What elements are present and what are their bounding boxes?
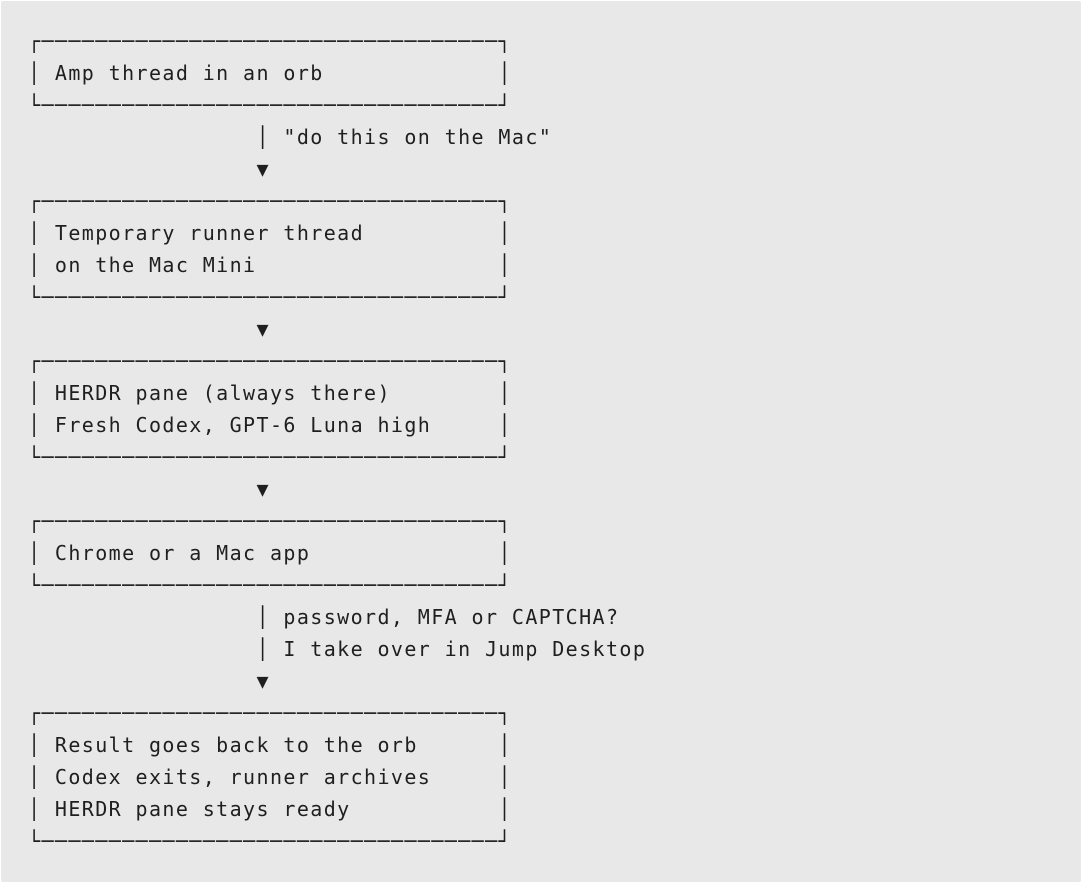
arrow-down-icon: ▼ [28,669,270,693]
step-runner-thread: │ Temporary runner thread │ [28,221,512,245]
box-top-border: ┌──────────────────────────────────┐ [28,509,512,533]
step-chrome-or-app: │ Chrome or a Mac app │ [28,541,512,565]
step-result-codex-exits: │ Codex exits, runner archives │ [28,765,512,789]
step-result: │ Result goes back to the orb │ [28,733,512,757]
edge-label-password: │ password, MFA or CAPTCHA? [28,605,620,629]
box-bottom-border: └──────────────────────────────────┘ [28,285,512,309]
step-runner-thread-cont: │ on the Mac Mini │ [28,253,512,277]
box-top-border: ┌──────────────────────────────────┐ [28,349,512,373]
step-herdr-pane-cont: │ Fresh Codex, GPT-6 Luna high │ [28,413,512,437]
step-herdr-pane: │ HERDR pane (always there) │ [28,381,512,405]
edge-label-do-this: │ "do this on the Mac" [28,125,553,149]
arrow-down-icon: ▼ [28,317,270,341]
step-amp-thread: │ Amp thread in an orb │ [28,61,512,85]
box-top-border: ┌──────────────────────────────────┐ [28,29,512,53]
flow-diagram: ┌──────────────────────────────────┐ │ A… [28,25,646,857]
box-bottom-border: └──────────────────────────────────┘ [28,829,512,853]
box-top-border: ┌──────────────────────────────────┐ [28,701,512,725]
step-result-herdr-ready: │ HERDR pane stays ready │ [28,797,512,821]
box-bottom-border: └──────────────────────────────────┘ [28,445,512,469]
box-top-border: ┌──────────────────────────────────┐ [28,189,512,213]
arrow-down-icon: ▼ [28,477,270,501]
box-bottom-border: └──────────────────────────────────┘ [28,573,512,597]
arrow-down-icon: ▼ [28,157,270,181]
box-bottom-border: └──────────────────────────────────┘ [28,93,512,117]
edge-label-jump-desktop: │ I take over in Jump Desktop [28,637,647,661]
